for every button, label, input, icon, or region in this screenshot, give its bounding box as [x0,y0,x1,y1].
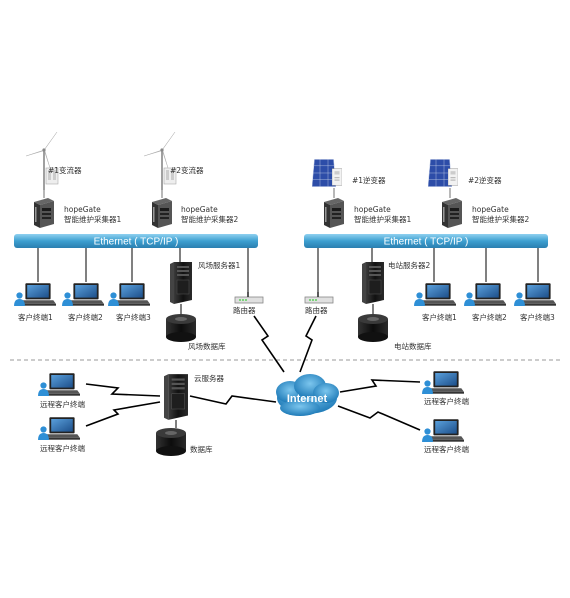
internet-label: Internet [287,393,328,405]
server-tower-icon [170,262,192,304]
gateway-name-1: hopeGate [64,205,101,214]
gateway-device-icon [442,198,462,228]
laptop-icon [428,371,464,394]
ethernet-bus-label: Ethernet ( TCP/IP ) [94,237,179,248]
cloud-section: Internet 云服务器 数据库 远程客户终端 远程客户终端 远程客户终端 远… [38,371,469,456]
person-icon [38,426,49,440]
collector-label-2: 智能维护采集器2 [181,214,238,224]
gateway-name-1: hopeGate [354,205,391,214]
laptop-icon [44,373,80,396]
collector-label-2: 智能维护采集器2 [472,214,529,224]
client-label-3: 客户终端3 [116,312,151,322]
inverter-box-icon [448,168,458,186]
database-label: 风场数据库 [188,341,226,351]
wireless-link [337,405,421,431]
database-label: 电站数据库 [394,341,432,351]
cloud-icon [276,374,339,416]
ethernet-bus-label: Ethernet ( TCP/IP ) [384,237,469,248]
ethernet-bus [14,234,258,248]
remote-client-label-3: 远程客户终端 [424,396,469,406]
laptop-icon [428,419,464,442]
inverter-box-icon [332,168,342,186]
person-icon [464,292,475,306]
wireless-link [85,383,161,397]
laptop-icon [520,283,556,306]
server-tower-icon [362,262,384,304]
inverter-label-1: #1变流器 [48,165,82,175]
database-cylinder-icon [166,314,196,342]
person-icon [414,292,425,306]
router-label: 路由器 [305,305,328,315]
server-label: 风场服务器1 [198,260,240,270]
wireless-link [253,315,285,373]
gateway-device-icon [152,198,172,228]
wireless-link [299,315,317,373]
remote-client-label-4: 远程客户终端 [424,444,469,454]
person-icon [422,428,433,442]
wireless-link [339,379,421,393]
remote-client-label-2: 远程客户终端 [40,443,85,453]
cloud-server-label: 云服务器 [194,373,224,383]
person-icon [108,292,119,306]
router-icon [304,292,334,304]
inverter-label-2: #2逆变器 [468,175,502,185]
laptop-icon [470,283,506,306]
router-label: 路由器 [233,305,256,315]
person-icon [514,292,525,306]
person-icon [422,380,433,394]
wind-turbine-icon [25,131,59,190]
collector-label-1: 智能维护采集器1 [64,214,121,224]
wind-turbine-icon [143,131,177,190]
gateway-device-icon [324,198,344,228]
gateway-name-2: hopeGate [472,205,509,214]
client-label-1: 客户终端1 [18,312,53,322]
person-icon [14,292,25,306]
router-icon [234,292,264,304]
ethernet-bus [304,234,548,248]
client-label-2: 客户终端2 [472,312,507,322]
client-label-1: 客户终端1 [422,312,457,322]
laptop-icon [420,283,456,306]
laptop-icon [44,417,80,440]
laptop-icon [68,283,104,306]
gateway-device-icon [34,198,54,228]
laptop-icon [114,283,150,306]
database-cylinder-icon [156,428,186,456]
wireless-link [85,401,161,427]
cloud-database-label: 数据库 [190,444,213,454]
server-label: 电站服务器2 [388,260,430,270]
gateway-name-2: hopeGate [181,205,218,214]
inverter-label-2: #2变流器 [170,165,204,175]
client-label-2: 客户终端2 [68,312,103,322]
person-icon [62,292,73,306]
wireless-link [189,395,277,405]
inverter-label-1: #1逆变器 [352,175,386,185]
remote-client-label-1: 远程客户终端 [40,399,85,409]
server-tower-icon [164,374,188,420]
person-icon [38,382,49,396]
right-site: #1逆变器 #2逆变器 hopeGate 智能维护采集器1 hopeGate 智… [304,159,556,351]
client-label-3: 客户终端3 [520,312,555,322]
left-site: #1变流器 #2变流器 hopeGate 智能维护采集器1 hopeGate 智… [14,131,264,351]
laptop-icon [20,283,56,306]
database-cylinder-icon [358,314,388,342]
collector-label-1: 智能维护采集器1 [354,214,411,224]
